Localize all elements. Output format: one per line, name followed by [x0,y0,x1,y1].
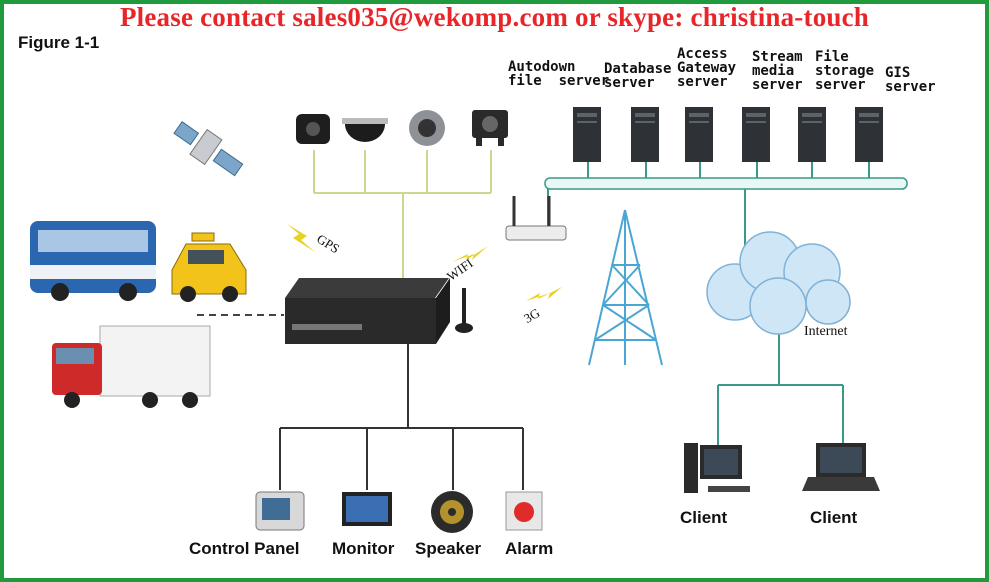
wifi-bolt-icon [452,246,488,262]
taxi-icon [171,232,247,302]
dome-camera-silver-icon [409,110,445,146]
peripheral-label-speaker: Speaker [415,539,482,558]
camera-bus-lines [313,150,492,285]
figure-label: Figure 1-1 [18,33,100,52]
speaker-icon [431,491,473,533]
gis-server-icon [855,107,883,162]
desktop-client-icon [684,443,750,493]
monitor-icon [342,492,392,526]
wifi-router-icon [505,196,567,241]
access-gateway-server-icon [685,107,713,162]
vehicle-camera-icon [472,110,508,146]
contact-banner: Please contact sales035@wekomp.com or sk… [119,2,870,32]
laptop-client-icon [802,443,880,491]
truck-icon [52,325,211,408]
file-storage-server-icon [798,107,826,162]
internet-cloud-icon [706,231,851,335]
internet-label: Internet [804,324,848,339]
peripheral-tree-lines [279,344,524,490]
box-camera-icon [296,114,330,144]
mdvr-device-icon [285,278,450,344]
server-backbone [544,160,908,445]
bus-icon [30,221,156,301]
cell-tower-icon [588,209,663,366]
antenna-icon [455,288,473,333]
client-label-desktop: Client [680,508,728,527]
peripheral-label-control-panel: Control Panel [189,539,300,558]
dome-camera-black-icon [342,118,388,142]
autodown-file-server-icon [573,107,601,162]
control-panel-icon [255,491,305,531]
database-server-icon [631,107,659,162]
3g-bolt-icon [526,287,562,301]
servers [573,107,883,162]
stream-media-server-icon [742,107,770,162]
cameras [296,110,508,146]
client-label-laptop: Client [810,508,858,527]
peripheral-label-alarm: Alarm [505,539,554,558]
alarm-icon [505,491,543,531]
satellite-icon [173,121,244,177]
peripheral-label-monitor: Monitor [332,539,395,558]
gps-bolt-icon [287,224,315,252]
